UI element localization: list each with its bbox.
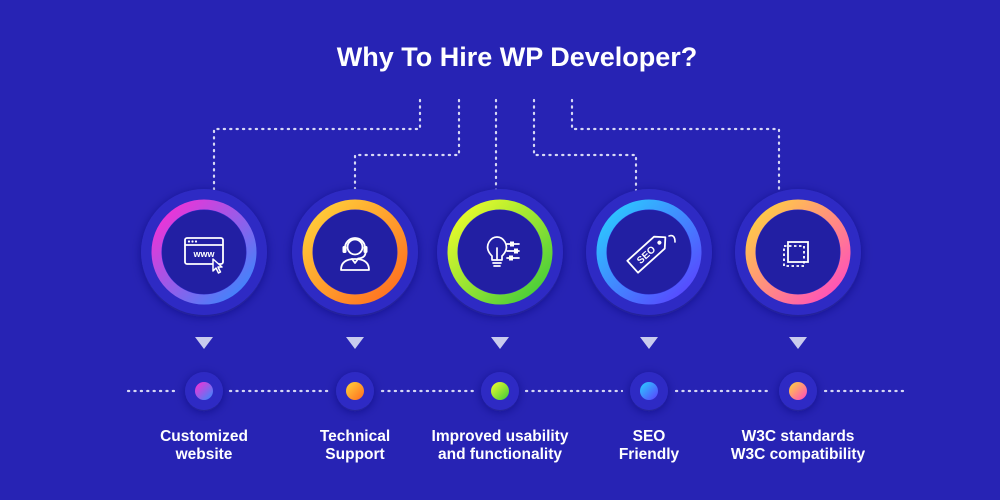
gradient-ring <box>596 199 702 305</box>
feature-label-line: SEO <box>633 428 666 445</box>
page-title: Why To Hire WP Developer? <box>337 42 698 72</box>
down-arrow-icon <box>789 337 807 349</box>
feature-label-line: Technical <box>320 428 390 445</box>
connector-line-5 <box>570 98 781 192</box>
browser-cursor-icon: www <box>184 237 224 274</box>
gradient-ring <box>151 199 257 305</box>
down-arrow-icon <box>640 337 658 349</box>
feature-label-line: Support <box>325 446 384 463</box>
down-arrow-icon <box>195 337 213 349</box>
feature-label-line: and functionality <box>438 446 562 463</box>
feature-label-line: website <box>175 446 233 463</box>
feature-label-line: W3C compatibility <box>731 446 866 463</box>
connector-line-1 <box>212 98 422 192</box>
www-label: www <box>192 249 215 259</box>
gradient-ring <box>745 199 851 305</box>
connector-line-2 <box>353 98 461 192</box>
feature-label-line: Customized <box>160 428 248 445</box>
feature-label-line: Friendly <box>619 446 680 463</box>
headset-support-icon <box>340 237 370 271</box>
gradient-ring <box>447 199 553 305</box>
feature-label-line: W3C standards <box>742 428 855 445</box>
gradient-ring <box>302 199 408 305</box>
lightbulb-settings-icon <box>486 236 520 267</box>
connector-line-4 <box>532 98 638 192</box>
connector-lines <box>212 98 781 192</box>
down-arrow-icon <box>346 337 364 349</box>
feature-label-line: Improved usability <box>432 428 569 445</box>
feature-nodes: wwwCustomizedwebsiteTechnicalSupportImpr… <box>141 189 866 463</box>
frame-crop-icon <box>783 241 809 267</box>
down-arrow-icon <box>491 337 509 349</box>
